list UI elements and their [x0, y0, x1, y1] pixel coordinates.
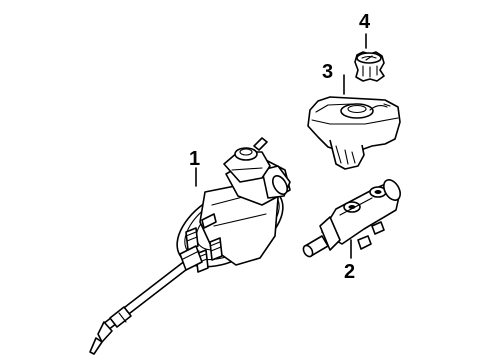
master-cylinder — [302, 179, 401, 258]
brake-booster-assembly — [89, 137, 291, 355]
callout-2: 2 — [344, 261, 355, 283]
reservoir-cap — [354, 51, 385, 82]
callout-3: 3 — [322, 61, 333, 83]
callout-1: 1 — [189, 148, 200, 170]
callout-4: 4 — [359, 11, 371, 33]
fluid-reservoir — [307, 96, 401, 170]
